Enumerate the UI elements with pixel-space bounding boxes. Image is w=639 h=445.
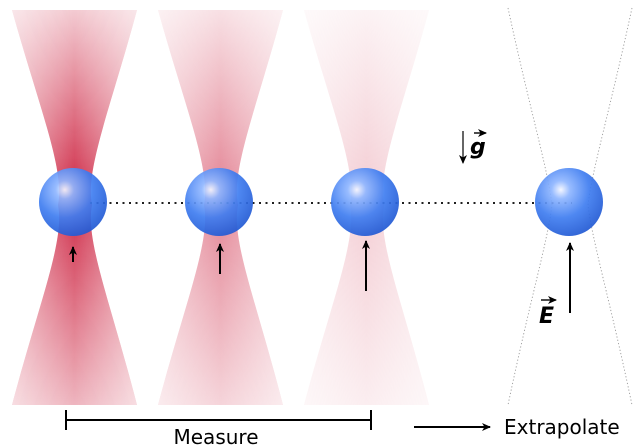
laser-beam-4-extrapolated [507, 7, 633, 406]
gravity-label: g [470, 135, 486, 160]
particle-3 [331, 168, 399, 236]
field-label: E [539, 304, 554, 329]
particle-2 [185, 168, 253, 236]
extrapolate-label: Extrapolate [504, 415, 620, 439]
measure-bracket [65, 410, 372, 430]
field-label-group: E [539, 296, 557, 329]
particle-1 [39, 168, 107, 236]
measure-label: Measure [174, 425, 259, 445]
gravity-indicator: g [459, 129, 487, 164]
particle-4 [535, 168, 603, 236]
